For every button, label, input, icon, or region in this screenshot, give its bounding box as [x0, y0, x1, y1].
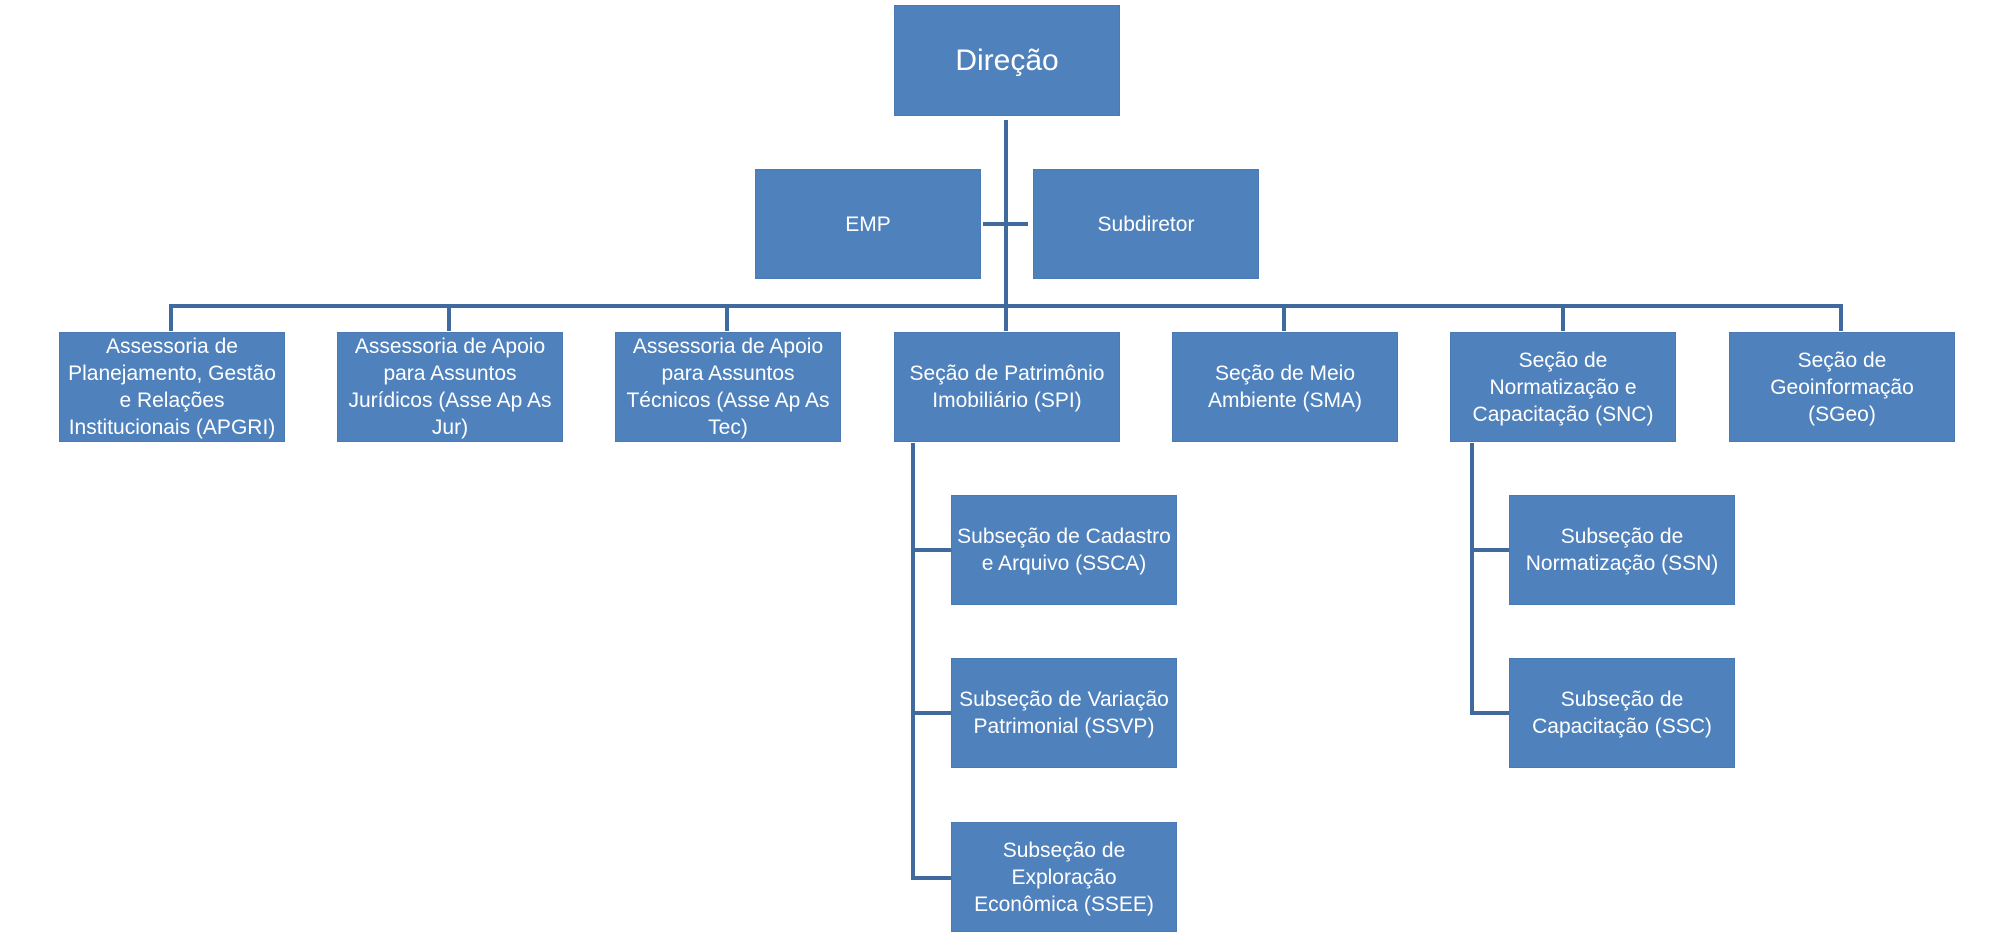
node-snc[interactable]: Seção de Normatização e Capacitação (SNC…	[1450, 332, 1676, 442]
connector-snc-vertical	[1470, 443, 1474, 715]
node-spi[interactable]: Seção de Patrimônio Imobiliário (SPI)	[894, 332, 1120, 442]
node-subdiretor[interactable]: Subdiretor	[1033, 169, 1259, 279]
connector-drop-sma	[1282, 304, 1286, 331]
connector-drop-asse-tec	[725, 304, 729, 331]
node-spi-label: Seção de Patrimônio Imobiliário (SPI)	[909, 362, 1105, 412]
node-sma-label: Seção de Meio Ambiente (SMA)	[1207, 362, 1363, 412]
node-direcao[interactable]: Direção	[894, 5, 1120, 116]
connector-snc-ssn	[1470, 548, 1510, 552]
node-ssc[interactable]: Subseção de Capacitação (SSC)	[1509, 658, 1735, 768]
node-ssc-label: Subseção de Capacitação (SSC)	[1532, 688, 1712, 738]
connector-spi-vertical	[911, 443, 915, 880]
node-ssvp[interactable]: Subseção de Variação Patrimonial (SSVP)	[951, 658, 1177, 768]
node-emp[interactable]: EMP	[755, 169, 981, 279]
connector-level2-horizontal	[169, 304, 1843, 308]
node-sgeo-label: Seção de Geoinformação (SGeo)	[1770, 348, 1914, 426]
connector-spi-ssvp	[911, 711, 952, 715]
node-apgri-label: Assessoria de Planejamento, Gestão e Rel…	[68, 335, 276, 439]
connector-drop-snc	[1561, 304, 1565, 331]
node-ssca[interactable]: Subseção de Cadastro e Arquivo (SSCA)	[951, 495, 1177, 605]
node-ssvp-label: Subseção de Variação Patrimonial (SSVP)	[959, 688, 1169, 738]
node-direcao-label: Direção	[955, 43, 1059, 77]
node-sgeo[interactable]: Seção de Geoinformação (SGeo)	[1729, 332, 1955, 442]
node-ssca-label: Subseção de Cadastro e Arquivo (SSCA)	[957, 525, 1171, 575]
connector-spi-ssee	[911, 876, 952, 880]
node-ssee-label: Subseção de Exploração Econômica (SSEE)	[974, 838, 1154, 916]
node-emp-label: EMP	[845, 212, 891, 236]
node-asse-ap-as-jur[interactable]: Assessoria de Apoio para Assuntos Jurídi…	[337, 332, 563, 442]
node-subdiretor-label: Subdiretor	[1097, 212, 1195, 236]
node-apgri[interactable]: Assessoria de Planejamento, Gestão e Rel…	[59, 332, 285, 442]
connector-drop-asse-jur	[447, 304, 451, 331]
node-asse-ap-as-tec[interactable]: Assessoria de Apoio para Assuntos Técnic…	[615, 332, 841, 442]
connector-assistants	[983, 222, 1028, 226]
node-ssn[interactable]: Subseção de Normatização (SSN)	[1509, 495, 1735, 605]
node-asse-ap-as-jur-label: Assessoria de Apoio para Assuntos Jurídi…	[348, 335, 552, 439]
node-ssee[interactable]: Subseção de Exploração Econômica (SSEE)	[951, 822, 1177, 932]
node-snc-label: Seção de Normatização e Capacitação (SNC…	[1472, 348, 1654, 426]
connector-snc-ssc	[1470, 711, 1510, 715]
connector-spi-ssca	[911, 548, 952, 552]
connector-drop-sgeo	[1839, 304, 1843, 331]
node-asse-ap-as-tec-label: Assessoria de Apoio para Assuntos Técnic…	[626, 335, 830, 439]
connector-drop-apgri	[169, 304, 173, 331]
node-ssn-label: Subseção de Normatização (SSN)	[1525, 525, 1719, 575]
node-sma[interactable]: Seção de Meio Ambiente (SMA)	[1172, 332, 1398, 442]
